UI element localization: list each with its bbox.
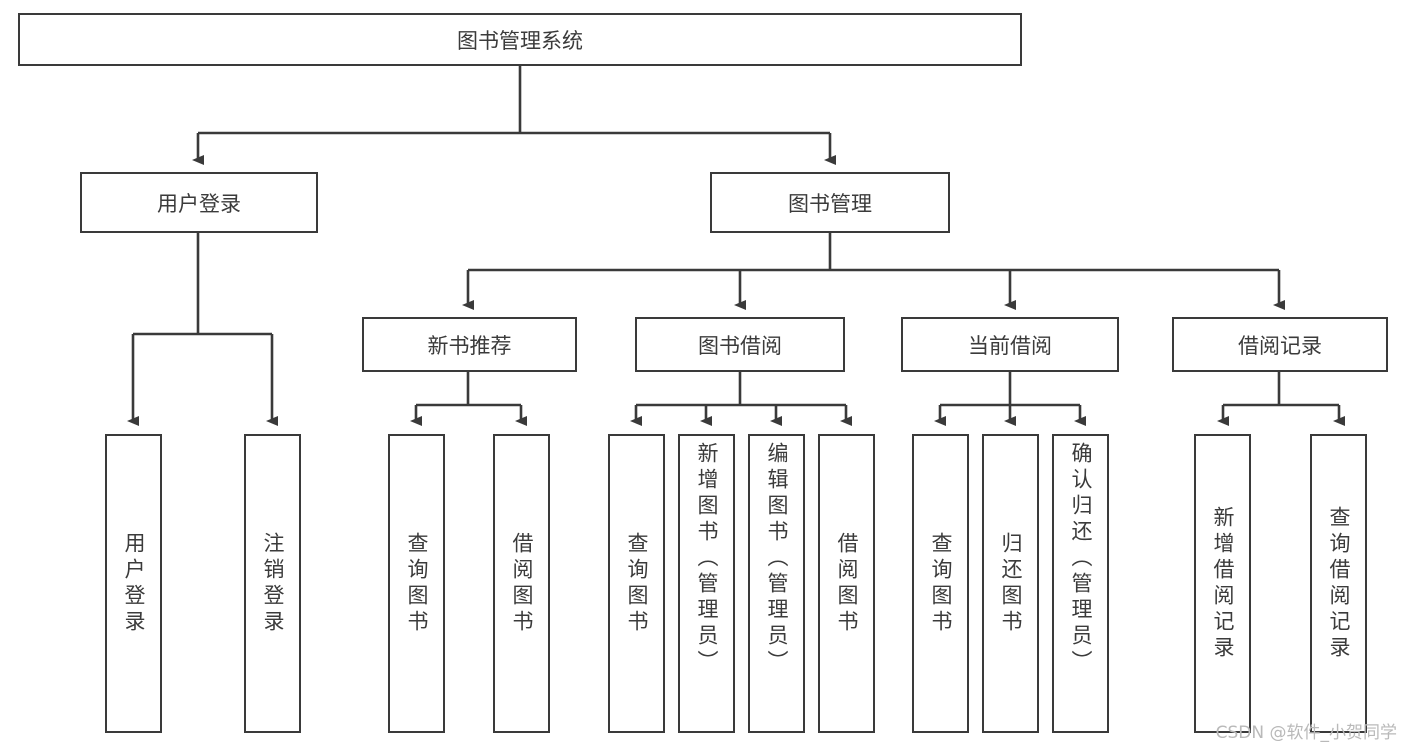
leaf-label: 编辑图书（管理员） bbox=[765, 442, 789, 676]
edge-current-borrow-bus bbox=[940, 372, 1080, 407]
leaf-current-borrow-1[interactable]: 查询图书 bbox=[912, 434, 969, 733]
node-new-book-recommend[interactable]: 新书推荐 bbox=[362, 317, 577, 372]
leaf-new-book-1[interactable]: 查询图书 bbox=[388, 434, 445, 733]
node-book-borrow-label: 图书借阅 bbox=[698, 333, 782, 358]
leaf-book-borrow-3[interactable]: 编辑图书（管理员） bbox=[748, 434, 805, 733]
leaf-book-borrow-4[interactable]: 借阅图书 bbox=[818, 434, 875, 733]
leaf-user-login-1[interactable]: 用户登录 bbox=[105, 434, 162, 733]
leaf-label: 归还图书 bbox=[999, 531, 1023, 636]
edge-book-borrow-bus bbox=[636, 372, 846, 407]
edge-new-book-bus bbox=[416, 372, 521, 407]
leaf-label: 查询图书 bbox=[625, 531, 649, 636]
node-current-borrow-label: 当前借阅 bbox=[968, 333, 1052, 358]
leaf-label: 查询图书 bbox=[929, 531, 953, 636]
leaf-book-borrow-2[interactable]: 新增图书（管理员） bbox=[678, 434, 735, 733]
node-book-manage-label: 图书管理 bbox=[788, 191, 872, 216]
edge-borrow-records-bus bbox=[1223, 372, 1339, 407]
leaf-label: 查询图书 bbox=[405, 531, 429, 636]
node-borrow-records-label: 借阅记录 bbox=[1238, 333, 1322, 358]
leaf-label: 借阅图书 bbox=[835, 531, 859, 636]
leaf-label: 借阅图书 bbox=[510, 531, 534, 636]
node-book-borrow[interactable]: 图书借阅 bbox=[635, 317, 845, 372]
leaf-current-borrow-3[interactable]: 确认归还（管理员） bbox=[1052, 434, 1109, 733]
node-user-login-label: 用户登录 bbox=[157, 191, 241, 216]
leaf-label: 新增图书（管理员） bbox=[695, 442, 719, 676]
leaf-label: 查询借阅记录 bbox=[1327, 505, 1351, 662]
leaf-label: 新增借阅记录 bbox=[1211, 505, 1235, 662]
edge-user-login-bus bbox=[133, 233, 272, 336]
leaf-book-borrow-1[interactable]: 查询图书 bbox=[608, 434, 665, 733]
node-root[interactable]: 图书管理系统 bbox=[18, 13, 1022, 66]
node-current-borrow[interactable]: 当前借阅 bbox=[901, 317, 1119, 372]
node-user-login[interactable]: 用户登录 bbox=[80, 172, 318, 233]
node-book-manage[interactable]: 图书管理 bbox=[710, 172, 950, 233]
node-new-book-recommend-label: 新书推荐 bbox=[427, 333, 512, 358]
leaf-label: 注销登录 bbox=[261, 531, 285, 636]
leaf-borrow-records-1[interactable]: 新增借阅记录 bbox=[1194, 434, 1251, 733]
leaf-label: 用户登录 bbox=[122, 531, 146, 636]
leaf-current-borrow-2[interactable]: 归还图书 bbox=[982, 434, 1039, 733]
leaf-label: 确认归还（管理员） bbox=[1069, 442, 1093, 676]
leaf-new-book-2[interactable]: 借阅图书 bbox=[493, 434, 550, 733]
edge-root-bus bbox=[198, 66, 830, 135]
edge-book-manage-bus bbox=[468, 233, 1279, 272]
node-root-label: 图书管理系统 bbox=[457, 28, 583, 53]
leaf-borrow-records-2[interactable]: 查询借阅记录 bbox=[1310, 434, 1367, 733]
node-borrow-records[interactable]: 借阅记录 bbox=[1172, 317, 1388, 372]
leaf-user-login-2[interactable]: 注销登录 bbox=[244, 434, 301, 733]
